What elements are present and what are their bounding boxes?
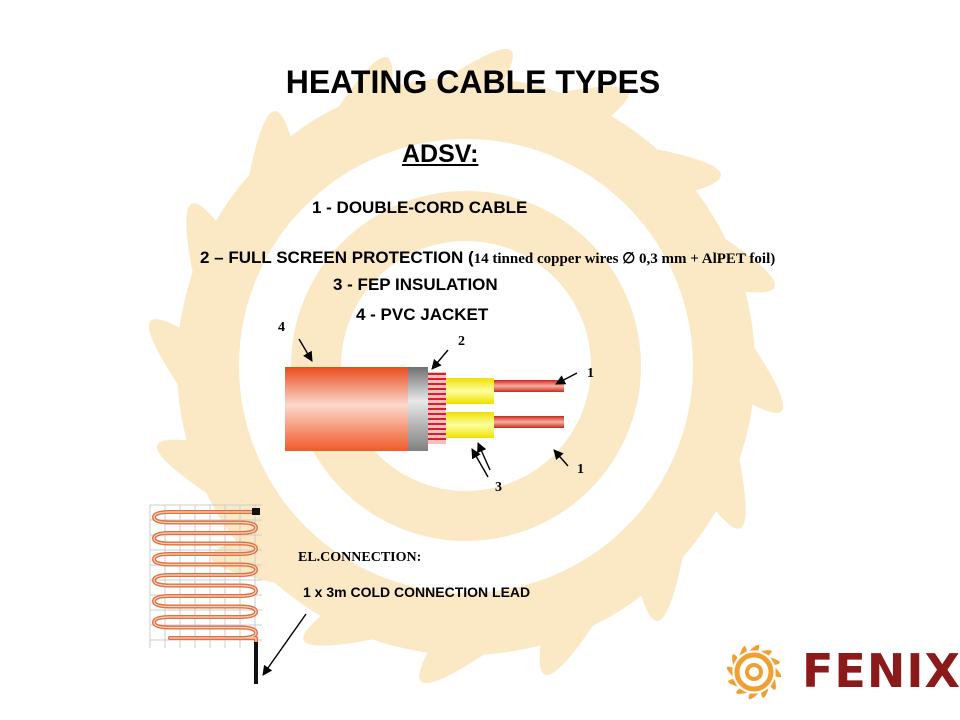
legend-item-2-main: 2 – FULL SCREEN PROTECTION ( xyxy=(200,248,474,267)
legend-item-1: 1 - DOUBLE-CORD CABLE xyxy=(312,198,528,217)
callout-1-bottom: 1 xyxy=(577,462,584,477)
fep-insulation xyxy=(444,378,494,438)
callout-2: 2 xyxy=(458,334,465,349)
sun-logo-icon xyxy=(726,644,782,700)
page-title: HEATING CABLE TYPES xyxy=(285,64,661,100)
callout-3: 3 xyxy=(495,480,502,495)
connection-heading: EL.CONNECTION: xyxy=(298,550,422,565)
legend-item-2-detail: 14 tinned copper wires ∅ 0,3 mm + AlPET … xyxy=(473,251,776,267)
arrow-3a xyxy=(471,448,489,478)
arrow-4 xyxy=(298,338,313,362)
core-wires xyxy=(488,380,564,428)
legend-item-3: 3 - FEP INSULATION xyxy=(333,275,498,294)
arrow-2 xyxy=(431,349,449,370)
legend-item-4: 4 - PVC JACKET xyxy=(356,305,489,324)
heating-mat xyxy=(149,504,262,684)
connection-lead: 1 x 3m COLD CONNECTION LEAD xyxy=(303,584,531,600)
pvc-jacket xyxy=(285,367,408,451)
legend-item-2: 2 – FULL SCREEN PROTECTION (14 tinned co… xyxy=(200,248,775,268)
callout-1-top: 1 xyxy=(587,366,594,381)
cable-type-heading: ADSV: xyxy=(402,140,479,168)
arrow-1-bottom xyxy=(553,449,569,467)
callout-4: 4 xyxy=(278,320,285,335)
arrow-3b xyxy=(477,442,491,471)
brand-name: FENIX xyxy=(802,644,960,698)
arrow-1-top xyxy=(555,372,578,385)
arrow-lead xyxy=(262,613,307,676)
